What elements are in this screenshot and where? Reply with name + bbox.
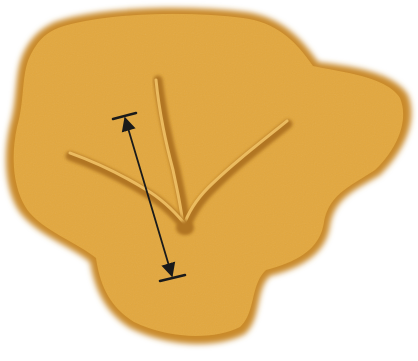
heel-pad [176,221,194,235]
rock-slab [6,8,411,344]
